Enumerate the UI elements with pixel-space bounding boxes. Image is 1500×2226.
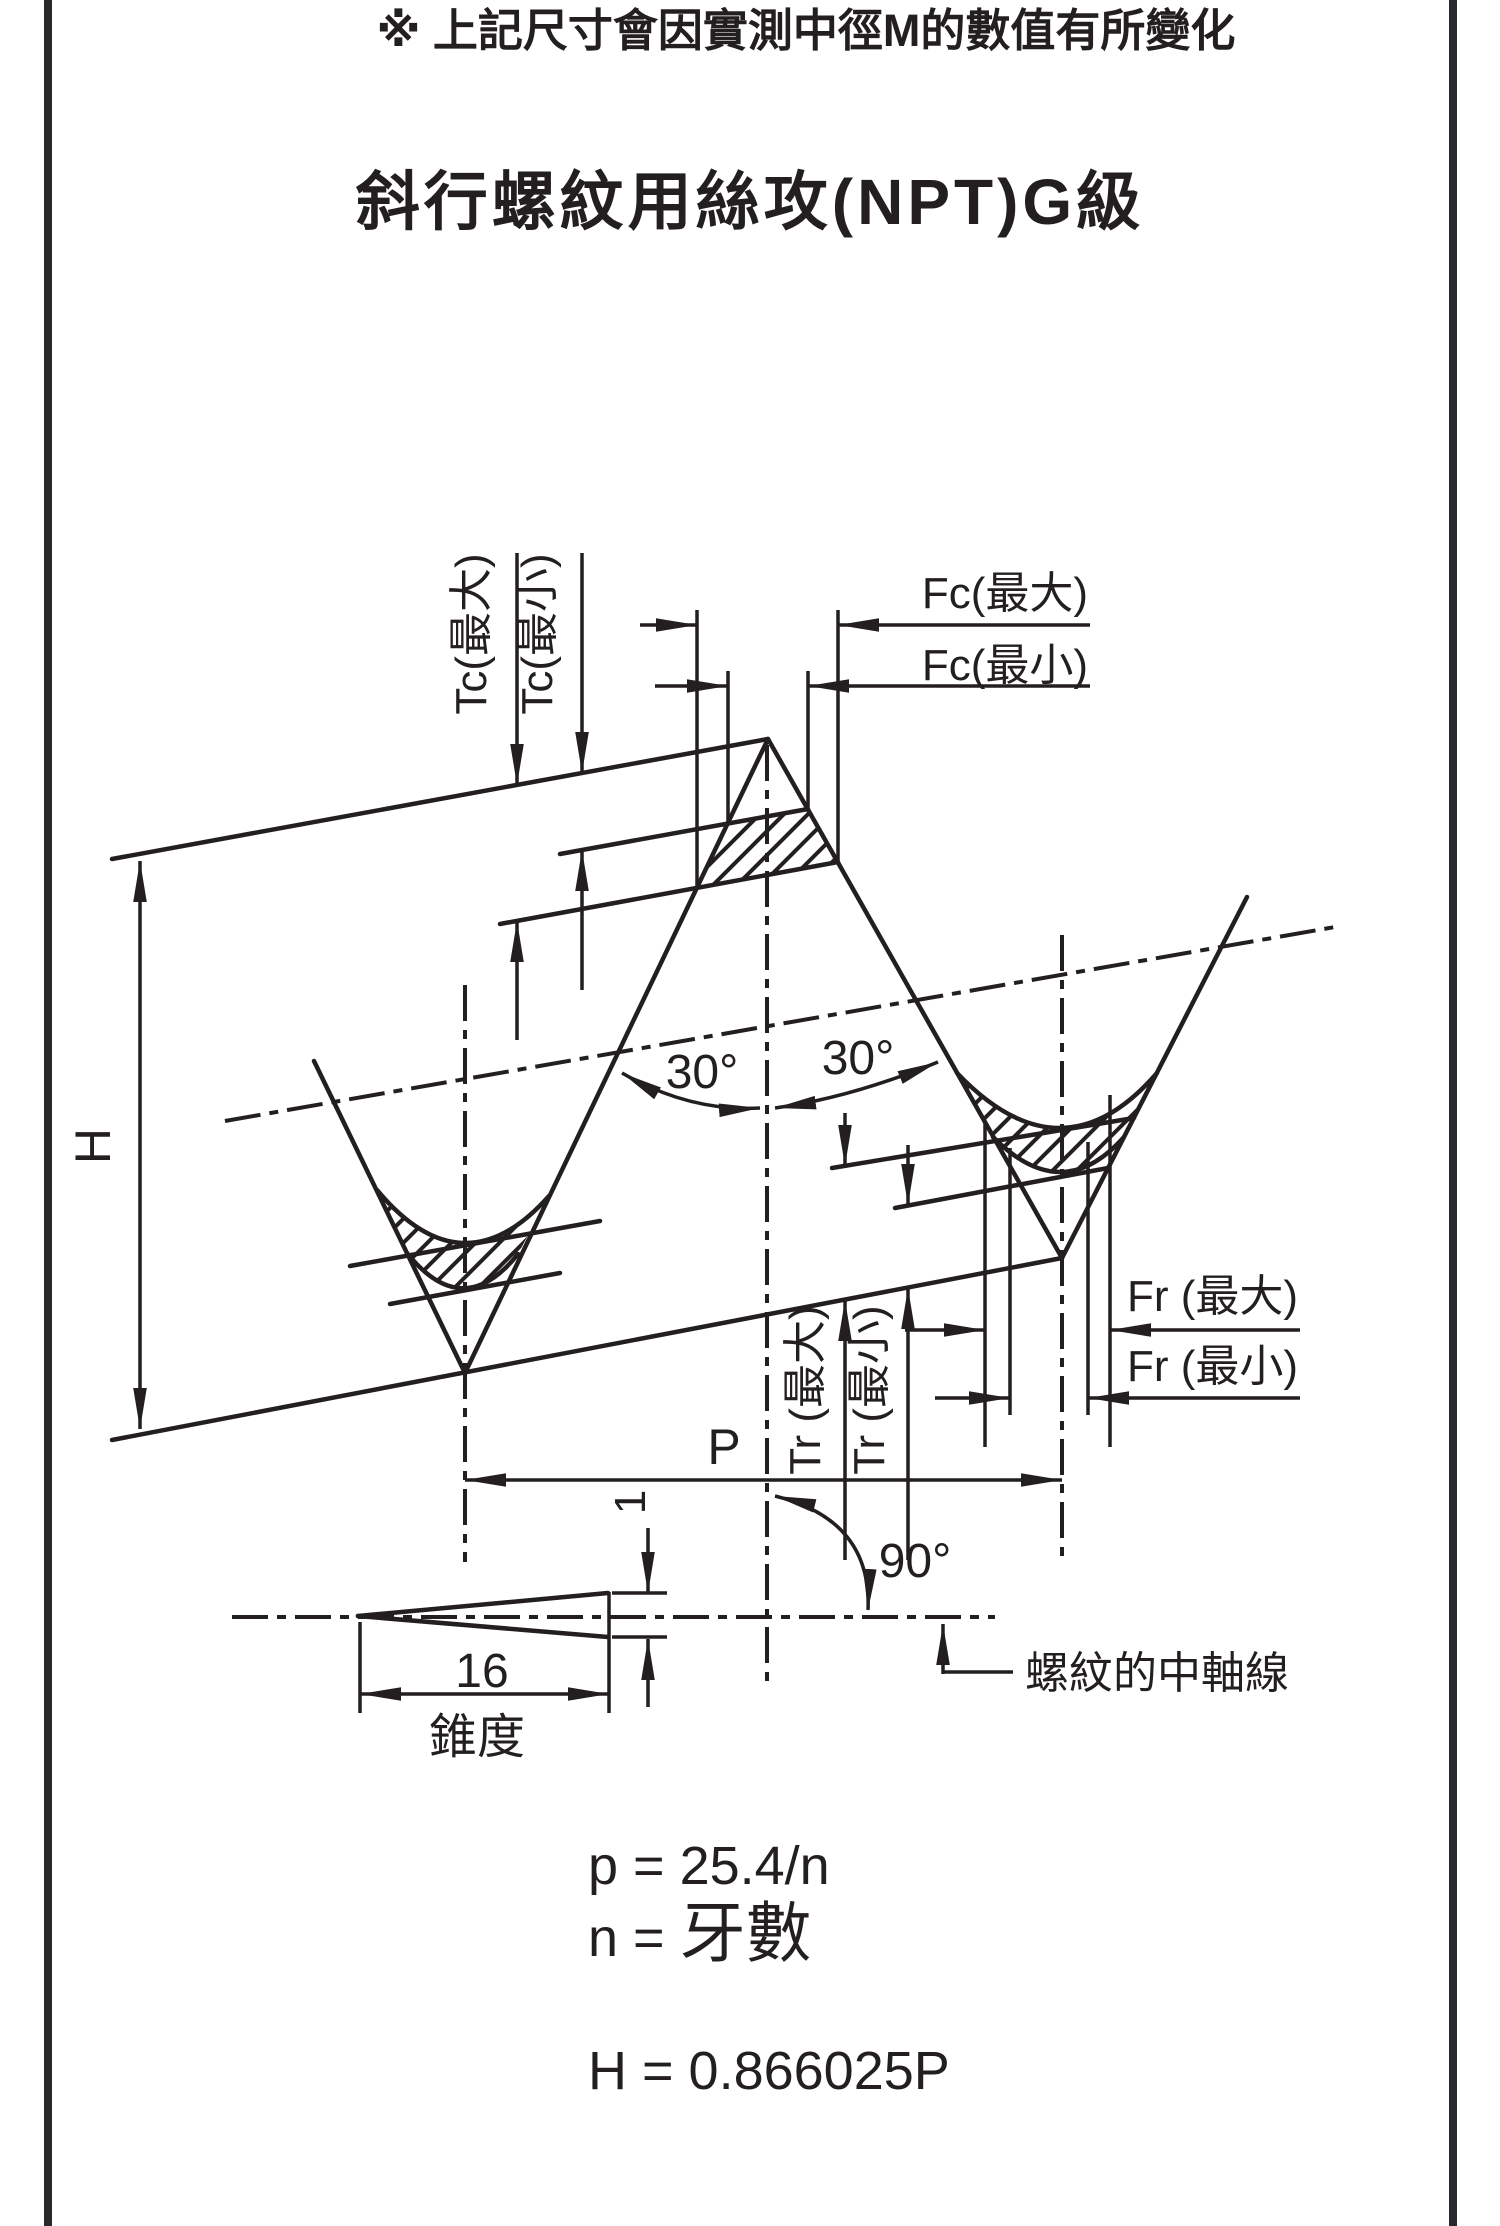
axis-leader: 螺紋的中軸線 (936, 1624, 1289, 1698)
taper-symbol: 1 16 錐度 (355, 1490, 667, 1764)
formula-block: p = 25.4/n n = 牙數 H = 0.866025P (588, 1836, 950, 2101)
left-root-tolerance-hatch (377, 1190, 549, 1289)
taper-caption: 錐度 (429, 1711, 525, 1764)
root-line (109, 1255, 1065, 1443)
frame-left-bar (44, 0, 52, 2226)
formula-teeth: n = 牙數 (588, 1896, 812, 1970)
right-root-line-lower (892, 1165, 1111, 1211)
crest-line (109, 736, 771, 862)
header-note: ※ 上記尺寸會因實測中徑M的數值有所變化 (377, 5, 1236, 56)
left-root-arc-inner (404, 1250, 521, 1291)
formula-pitch: p = 25.4/n (588, 1836, 830, 1896)
angle-left-label: 30° (666, 1046, 739, 1099)
fr-min-label: Fr (最小) (1127, 1342, 1298, 1391)
taper-rise-label: 1 (606, 1490, 655, 1514)
h-dimension: H (65, 861, 147, 1429)
tr-max-label: Tr (最大) (781, 1305, 830, 1474)
fc-dimension: Fc(最大) Fc(最小) (640, 569, 1090, 888)
angle-arc-90 (774, 1494, 877, 1611)
page-title: 斜行螺紋用絲攻(NPT)G級 (356, 166, 1144, 238)
frame-right-bar (1449, 0, 1457, 2226)
angle-arc-right (774, 1060, 939, 1110)
tr-dimension: Tr (最大) Tr (最小) (781, 1113, 915, 1560)
fr-max-label: Fr (最大) (1127, 1272, 1298, 1321)
right-root-arc-outer (954, 1070, 1160, 1131)
wedge-top-edge (355, 1590, 611, 1619)
formula-teeth-prefix: n = (588, 1908, 665, 1968)
tc-dimension: Tc(最大) Tc(最小) (447, 553, 589, 1040)
wedge-bottom-edge (355, 1613, 611, 1640)
left-valley-left-flank (311, 1058, 468, 1376)
fr-dimension: Fr (最大) Fr (最小) (905, 1095, 1300, 1447)
p-dimension: P (465, 1419, 1062, 1487)
pitch-line (224, 925, 1336, 1123)
tr-min-label: Tr (最小) (845, 1305, 894, 1474)
angle-arc-left (621, 1071, 761, 1118)
formula-teeth-value: 牙數 (680, 1896, 812, 1970)
fc-min-label: Fc(最小) (922, 641, 1088, 690)
p-label: P (707, 1419, 740, 1475)
tc-max-label: Tc(最大) (447, 553, 496, 714)
angle-90-label: 90° (879, 1535, 952, 1588)
axis-caption: 螺紋的中軸線 (1025, 1649, 1289, 1698)
taper-run-label: 16 (455, 1645, 508, 1698)
flank-angle-callouts: 30° 30° (621, 1032, 939, 1118)
h-label: H (65, 1128, 121, 1164)
angle-right-label: 30° (822, 1032, 895, 1085)
tc-min-label: Tc(最小) (513, 553, 562, 714)
fc-max-label: Fc(最大) (922, 569, 1088, 618)
axis-angle-callout: 90° (774, 1494, 952, 1611)
formula-thread-height: H = 0.866025P (588, 2041, 950, 2101)
crest-trunc-max-line (497, 859, 841, 927)
center-left-flank (462, 736, 771, 1376)
page-frame (44, 0, 1457, 2226)
